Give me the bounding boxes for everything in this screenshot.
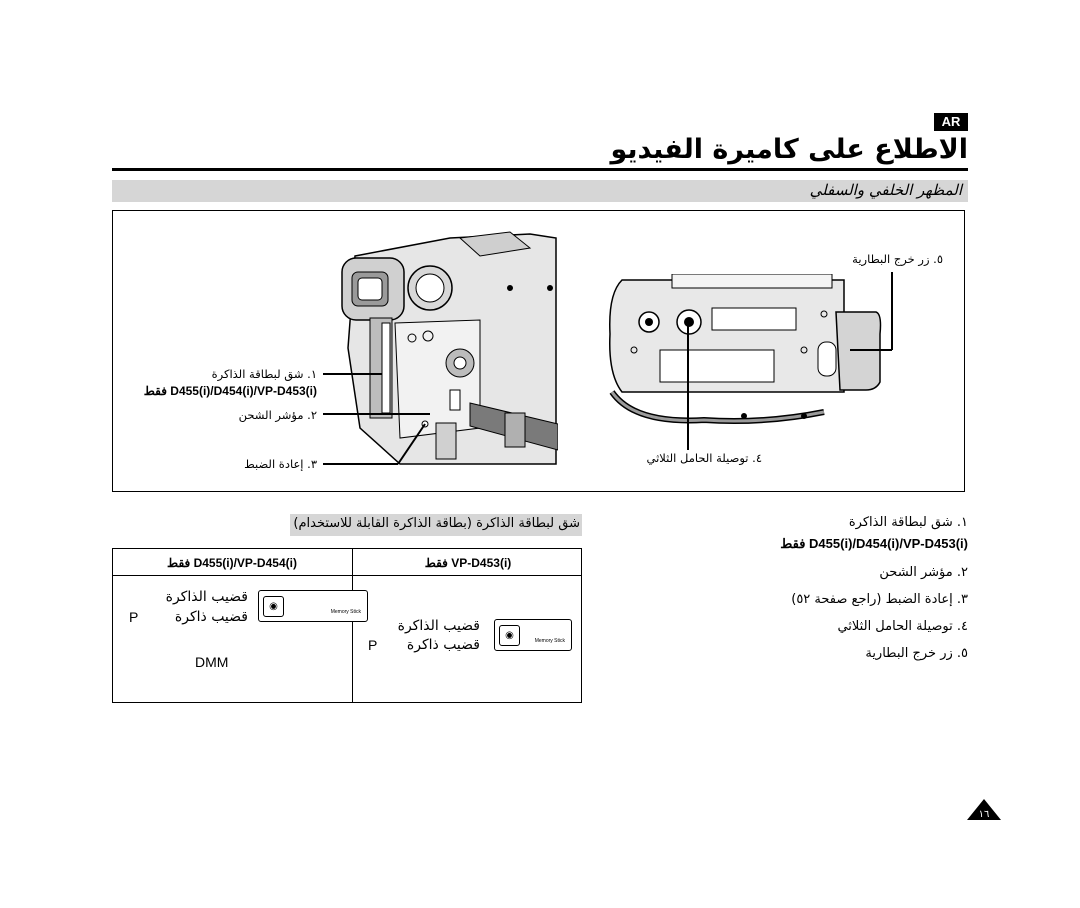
list-item-1: ١. شق لبطاقة الذاكرة bbox=[848, 515, 968, 530]
callout-3-label: ٣. إعادة الضبط bbox=[244, 457, 317, 471]
list-item-1-model: D455(i)/D454(i)/VP-D453(i) فقط bbox=[780, 536, 968, 551]
left-line-2: قضيب ذاكرة bbox=[174, 609, 248, 625]
callout-5-label: ٥. زر خرج البطارية bbox=[852, 252, 943, 266]
table-divider-horizontal bbox=[112, 575, 582, 576]
section-band bbox=[112, 180, 968, 202]
page-number: ١٦ bbox=[979, 809, 990, 820]
callout-1-label: ١. شق لبطاقة الذاكرة bbox=[211, 367, 317, 381]
section-title: المظهر الخلفي والسفلي bbox=[809, 181, 962, 199]
list-item-3: ٣. إعادة الضبط (راجع صفحة ٥٢) bbox=[791, 592, 968, 607]
left-mode-letter: P bbox=[129, 609, 139, 625]
list-item-2: ٢. مؤشر الشحن bbox=[879, 565, 968, 580]
memory-stick-label: Memory Stick bbox=[534, 638, 565, 644]
table-header-left: D455(i)/VP-D454(i) فقط bbox=[167, 556, 297, 570]
memory-stick-card-left: ◉ Memory Stick bbox=[258, 590, 368, 622]
left-line-1: قضيب الذاكرة bbox=[165, 589, 248, 605]
table-header-right: VP-D453(i) فقط bbox=[424, 556, 512, 570]
callout-2-label: ٢. مؤشر الشحن bbox=[238, 408, 317, 422]
right-line-1: قضيب الذاكرة bbox=[397, 618, 480, 634]
language-badge: AR bbox=[934, 113, 968, 131]
list-item-4: ٤. توصيلة الحامل الثلاثي bbox=[837, 619, 968, 634]
table-divider-vertical bbox=[352, 548, 353, 703]
eye-icon: ◉ bbox=[263, 596, 284, 617]
mode-title: شق لبطاقة الذاكرة (بطاقة الذاكرة القابلة… bbox=[293, 516, 580, 531]
callout-4-label: ٤. توصيلة الحامل الثلاثي bbox=[646, 451, 762, 465]
page-number-marker: ١٦ bbox=[967, 799, 1001, 820]
camera-figure bbox=[112, 210, 965, 492]
callout-lines-left bbox=[323, 373, 430, 465]
memory-stick-card-right: ◉ Memory Stick bbox=[494, 619, 572, 651]
callout-lines-right bbox=[687, 272, 893, 450]
right-mode-letter: P bbox=[368, 637, 378, 653]
right-line-2: قضيب ذاكرة bbox=[406, 637, 480, 653]
page-title: الاطلاع على كاميرة الفيديو bbox=[610, 134, 968, 165]
callout-1-model: D455(i)/D454(i)/VP-D453(i) فقط bbox=[143, 384, 317, 398]
left-mode-extra: DMM bbox=[195, 654, 229, 670]
camcorder-bottom-illustration bbox=[609, 274, 882, 424]
memory-stick-label: Memory Stick bbox=[330, 609, 361, 615]
eye-icon: ◉ bbox=[499, 625, 520, 646]
mode-title-band bbox=[290, 514, 582, 536]
title-rule bbox=[112, 168, 968, 171]
list-item-5: ٥. زر خرج البطارية bbox=[865, 646, 968, 661]
camcorder-rear-illustration bbox=[330, 228, 558, 466]
memory-card-table bbox=[112, 548, 582, 703]
